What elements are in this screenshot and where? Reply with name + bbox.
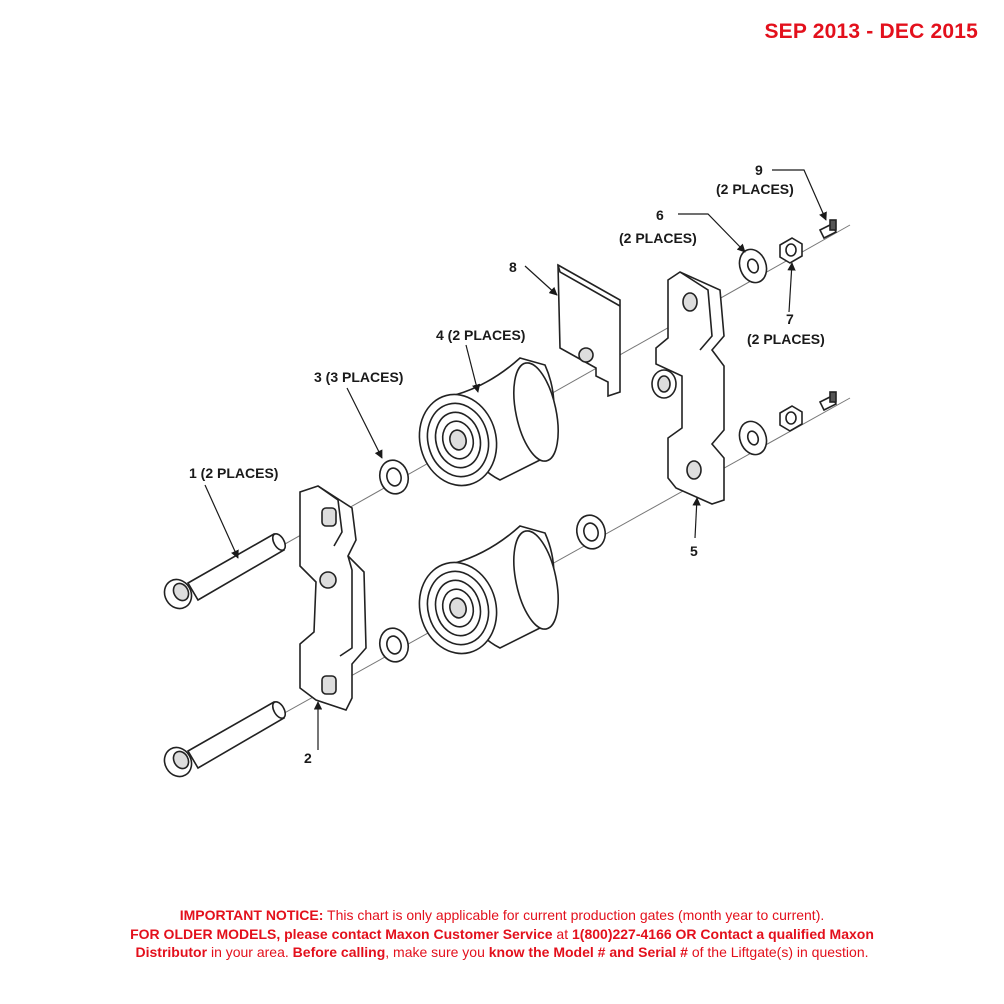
callout-6-qty: (2 PLACES) [619, 230, 697, 246]
callout-4: 4 (2 PLACES) [436, 327, 525, 343]
pin-upper [163, 532, 287, 610]
roller-upper [418, 357, 559, 487]
leader-lines [204, 169, 827, 750]
callout-1: 1 (2 PLACES) [189, 465, 278, 481]
right-bracket [651, 271, 725, 505]
notice-line-2: FOR OLDER MODELS, please contact Maxon C… [130, 925, 874, 942]
callout-7-number: 7 [786, 311, 794, 327]
callout-5: 5 [690, 543, 698, 559]
callout-8: 8 [509, 259, 517, 275]
left-bracket [299, 485, 367, 711]
washer-lower [738, 420, 768, 456]
date-range-title: SEP 2013 - DEC 2015 [764, 20, 978, 43]
spacer-lower-left [378, 627, 410, 663]
callout-7-qty: (2 PLACES) [747, 331, 825, 347]
screw-upper [818, 219, 838, 240]
screw-lower [818, 391, 838, 412]
roller-lower [418, 525, 559, 655]
washer-upper [738, 248, 768, 284]
callout-2: 2 [304, 750, 312, 766]
callout-9-qty: (2 PLACES) [716, 181, 794, 197]
assembly-centerlines [199, 224, 851, 761]
notice-line-3: Distributor in your area. Before calling… [135, 944, 869, 960]
spacer-upper-left [378, 459, 410, 495]
spacer-lower-right [575, 514, 607, 550]
callout-6-number: 6 [656, 207, 664, 223]
guide-plate [557, 263, 621, 398]
nut-upper [779, 237, 803, 264]
callout-3: 3 (3 PLACES) [314, 369, 403, 385]
important-notice: IMPORTANT NOTICE: This chart is only app… [60, 906, 944, 962]
pin-lower [163, 700, 287, 778]
nut-lower [779, 405, 803, 432]
notice-line-1: IMPORTANT NOTICE: This chart is only app… [179, 907, 825, 923]
callout-9-number: 9 [755, 162, 763, 178]
